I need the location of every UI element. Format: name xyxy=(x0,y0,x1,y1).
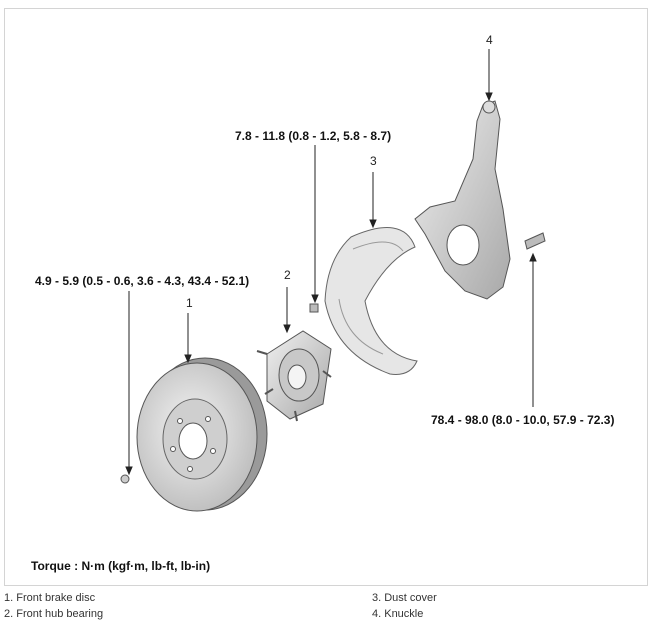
callout-1: 1 xyxy=(186,296,193,310)
callout-2: 2 xyxy=(284,268,291,282)
leader-lines xyxy=(125,49,537,476)
knuckle-bolt-drawing xyxy=(524,232,546,250)
knuckle-drawing xyxy=(414,100,511,300)
front-brake-disc-drawing xyxy=(136,357,268,512)
torque-label-knuckle-bolt: 78.4 - 98.0 (8.0 - 10.0, 57.9 - 72.3) xyxy=(431,413,615,427)
legend-item: 2. Front hub bearing xyxy=(4,608,104,620)
front-hub-bearing-drawing xyxy=(256,330,332,422)
legend-item: 1. Front brake disc xyxy=(4,592,96,604)
dust-cover-drawing xyxy=(324,227,418,375)
torque-label-dust-cover-bolt: 7.8 - 11.8 (0.8 - 1.2, 5.8 - 8.7) xyxy=(235,129,392,143)
dust-cover-bolt-drawing xyxy=(309,303,319,313)
callout-4: 4 xyxy=(486,33,493,47)
callout-3: 3 xyxy=(370,154,377,168)
disc-screw-drawing xyxy=(120,474,130,484)
legend-item: 4. Knuckle xyxy=(372,608,424,620)
legend-item: 3. Dust cover xyxy=(372,592,437,604)
torque-unit-note: Torque : N·m (kgf·m, lb-ft, lb-in) xyxy=(31,559,211,573)
torque-label-disc-screw: 4.9 - 5.9 (0.5 - 0.6, 3.6 - 4.3, 43.4 - … xyxy=(35,274,250,288)
diagram-drawing xyxy=(120,49,546,512)
exploded-diagram: 1 2 3 4 7.8 - 11.8 (0.8 - 1.2, 5.8 - 8.7… xyxy=(4,8,648,586)
